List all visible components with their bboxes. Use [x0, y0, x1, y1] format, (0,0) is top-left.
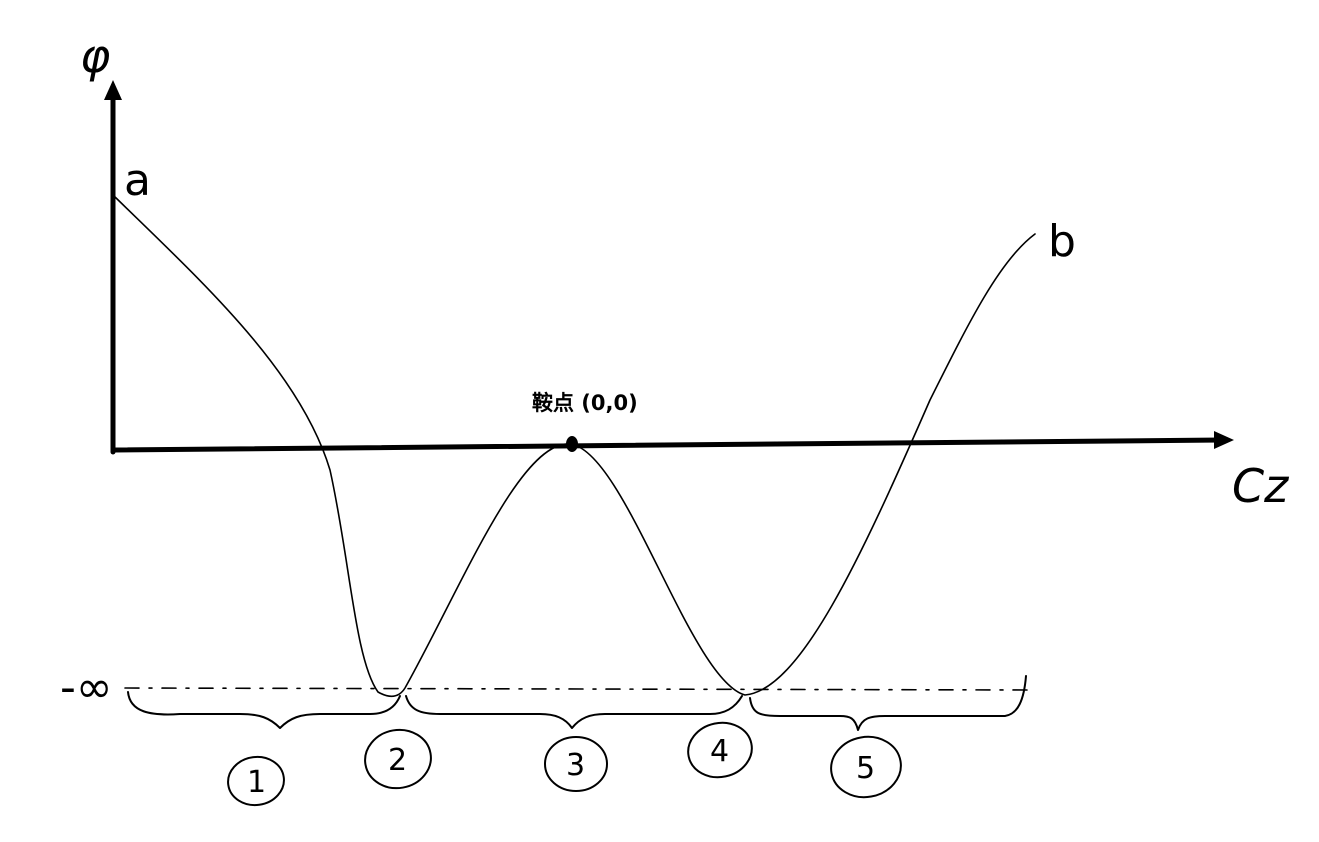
minus-infinity-label: -∞ — [60, 662, 113, 713]
region-number: 3 — [566, 748, 585, 783]
saddle-point-label: 鞍点 (0,0) — [532, 391, 638, 415]
region-number: 5 — [856, 751, 875, 786]
region-marker-4: 4 — [687, 721, 753, 779]
minus-infinity-baseline: -∞ — [60, 662, 1031, 713]
brace-region-1 — [127, 691, 401, 729]
x-axis-arrowhead — [1214, 431, 1234, 449]
saddle-point-marker — [566, 436, 578, 452]
region-number: 4 — [710, 734, 729, 769]
region-marker-2: 2 — [364, 728, 432, 790]
y-axis: φ — [80, 29, 122, 455]
brace-region-5 — [749, 675, 1027, 731]
region-braces — [127, 675, 1027, 731]
region-number: 1 — [247, 765, 266, 800]
region-number: 2 — [388, 743, 407, 778]
x-axis-label: Cz — [1232, 459, 1289, 513]
brace-region-3 — [405, 695, 743, 729]
curve-start-label: a — [124, 155, 151, 206]
region-marker-3: 3 — [544, 736, 608, 792]
y-axis-arrowhead — [104, 80, 122, 100]
region-marker-5: 5 — [830, 735, 902, 799]
region-marker-1: 1 — [227, 755, 285, 807]
y-axis-label: φ — [80, 29, 110, 83]
potential-curve — [112, 194, 1036, 698]
x-axis: Cz — [110, 431, 1289, 513]
curve-end-label: b — [1048, 216, 1076, 267]
